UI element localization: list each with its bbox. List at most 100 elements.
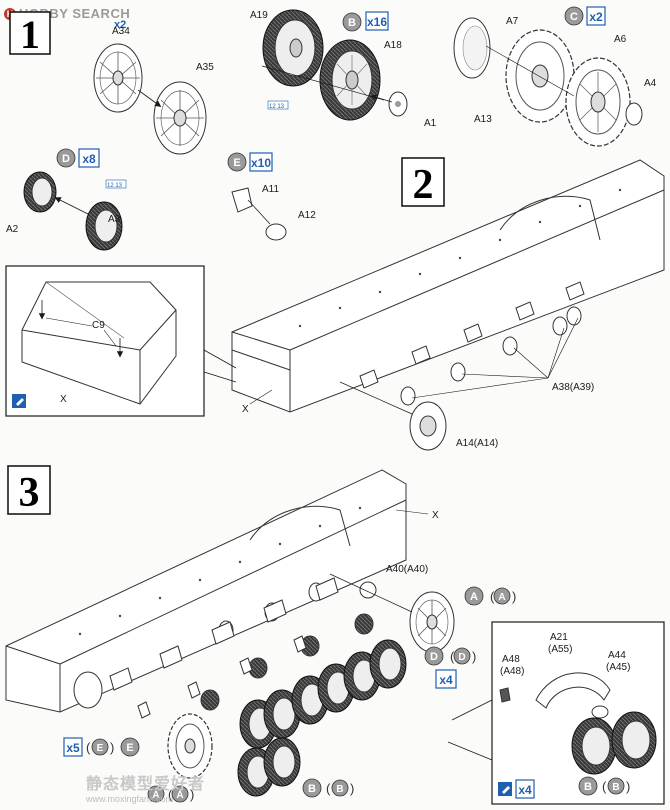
idler-axle-a40 xyxy=(359,581,377,599)
step-3: 3 X xyxy=(5,465,665,805)
sprue-a-letter-bottom: A xyxy=(152,790,159,801)
step-2: 2 xyxy=(5,157,665,451)
sprue-d-letter-3: D xyxy=(430,651,438,663)
svg-text:(: ( xyxy=(168,787,173,802)
sprocket-ring-a13 xyxy=(505,29,575,123)
sprocket-step-3 xyxy=(167,713,213,779)
step-3-number: 3 xyxy=(19,470,40,516)
step-1: 1 x2 xyxy=(6,6,657,251)
label-a12: A12 xyxy=(298,210,316,221)
bracket-a11 xyxy=(231,187,253,213)
final-drive-a14 xyxy=(409,401,447,451)
sprue-c-letter: C xyxy=(570,11,578,23)
svg-text:): ) xyxy=(512,589,516,604)
sprue-e-x10: E x10 xyxy=(227,152,273,172)
qty-x10: x10 xyxy=(251,156,271,170)
hull-step-3 xyxy=(5,469,407,713)
qty-x16: x16 xyxy=(367,15,387,29)
label-a6: A6 xyxy=(614,34,627,45)
label-a2: A2 xyxy=(6,224,19,235)
moxingfans-watermark: 静态模型爱好者 www.moxingfans.com xyxy=(86,770,206,804)
swing-arms-step-3 xyxy=(109,577,339,719)
sprocket-a7 xyxy=(453,17,491,79)
label-a44: A44 xyxy=(608,650,626,661)
sprue-a-bottom: A ( A ) xyxy=(147,785,194,803)
moxingfans-text: 静态模型爱好者 xyxy=(86,776,206,793)
sprue-b-x16: B x16 xyxy=(342,11,389,32)
step-1-number: 1 xyxy=(20,12,40,57)
step-2-number: 2 xyxy=(413,162,434,208)
qty-x5: x5 xyxy=(66,741,80,755)
inset-c9: C9 X xyxy=(5,265,237,417)
label-a44-alt: (A45) xyxy=(606,662,630,673)
label-x-hull-2: X xyxy=(242,404,249,415)
step-1-box xyxy=(9,11,51,55)
label-c9: C9 xyxy=(92,320,105,331)
inset-bogie: A21 (A55) A48 (A48) A44 (A45) x4 B ( B ) xyxy=(447,621,665,805)
qty-x2-top-left: x2 xyxy=(114,19,126,31)
idler-wheel-step-3 xyxy=(409,591,455,653)
label-a19: A19 xyxy=(250,10,268,21)
label-a38: A38(A39) xyxy=(552,382,594,393)
sprue-d-x8: D x8 xyxy=(56,148,100,168)
label-a21-alt: (A55) xyxy=(548,644,572,655)
qty-x4-bogie: x4 xyxy=(518,783,532,797)
sprue-b-letter-inset-alt: B xyxy=(612,782,619,793)
hint-tag-roller: 12 13 xyxy=(107,183,123,189)
sprue-e-x5: x5 ( E ) E xyxy=(63,737,140,757)
hull-rivets-2 xyxy=(298,188,622,328)
label-a11: A11 xyxy=(262,184,279,195)
label-a4: A4 xyxy=(644,78,657,89)
svg-text:): ) xyxy=(626,779,630,794)
svg-text:(: ( xyxy=(602,779,607,794)
sprue-c-x2: C x2 xyxy=(564,6,606,26)
idler-wheel-a35 xyxy=(153,81,207,155)
sprue-e-letter-3: E xyxy=(97,743,104,754)
qty-x2-sprocket: x2 xyxy=(589,10,603,24)
sprue-b-letter-inset: B xyxy=(584,781,592,793)
label-a48: A48 xyxy=(502,654,520,665)
svg-text:(: ( xyxy=(86,740,91,755)
sprue-e-letter-3-alt: E xyxy=(126,742,133,754)
label-a40: A40(A40) xyxy=(386,564,428,575)
svg-text:(: ( xyxy=(326,781,331,796)
sprue-a-idler: A ( A ) xyxy=(464,586,516,606)
sprue-b-letter-bottom-alt: B xyxy=(336,784,343,795)
return-roller-a3 xyxy=(85,201,123,251)
road-wheel-a19 xyxy=(262,9,324,87)
label-a7: A7 xyxy=(506,16,519,27)
return-roller-a2 xyxy=(23,171,57,213)
sprue-b-letter-bottom: B xyxy=(308,783,316,795)
moxingfans-url: www.moxingfans.com xyxy=(86,794,174,804)
bumper-a12 xyxy=(265,223,287,241)
idler-wheel-a34 xyxy=(93,43,143,113)
label-a34: A34 xyxy=(112,26,130,37)
sprue-d-letter: D xyxy=(62,153,70,165)
sprue-a-letter-bottom-alt: A xyxy=(176,790,183,801)
sprue-b-bottom: B ( B ) xyxy=(302,778,354,798)
sprue-e-letter: E xyxy=(233,157,240,169)
label-a13: A13 xyxy=(474,114,492,125)
qty-x4-d: x4 xyxy=(439,673,453,687)
road-wheel-a18 xyxy=(319,39,381,121)
label-a18: A18 xyxy=(384,40,402,51)
label-a14: A14(A14) xyxy=(456,438,498,449)
sprue-a-letter-alt: A xyxy=(498,592,505,603)
qty-x8: x8 xyxy=(82,152,96,166)
sprue-d-x4: D ( D ) x4 xyxy=(424,646,476,689)
road-wheels-step-3 xyxy=(237,639,407,797)
sprue-b-letter: B xyxy=(348,17,356,29)
final-drive-step-3 xyxy=(73,671,103,709)
svg-text:): ) xyxy=(190,787,194,802)
svg-text:): ) xyxy=(472,649,476,664)
label-a3: A3 xyxy=(108,214,121,225)
sprocket-cap-a4 xyxy=(625,102,643,126)
suspension-brackets-a38 xyxy=(359,281,585,406)
hint-tag-wheel-b: 12 13 xyxy=(269,104,285,110)
svg-text:): ) xyxy=(110,740,114,755)
label-x-inset: X xyxy=(60,394,67,405)
label-a21: A21 xyxy=(550,632,568,643)
svg-text:): ) xyxy=(350,781,354,796)
